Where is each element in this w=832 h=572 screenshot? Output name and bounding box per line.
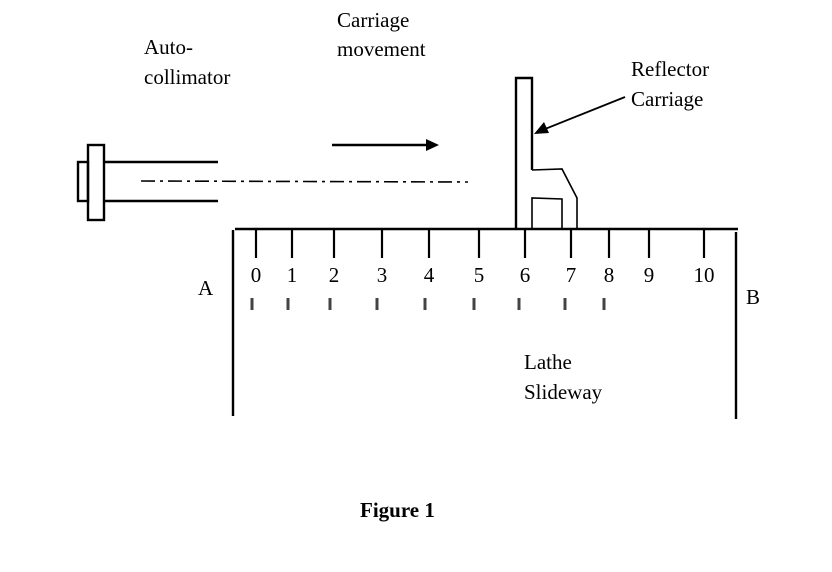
scale-number: 7 <box>566 263 577 287</box>
carriage-movement-label-line1: Carriage <box>337 8 409 32</box>
scale-number: 6 <box>520 263 531 287</box>
scale-number: 9 <box>644 263 655 287</box>
reflector-mirror-post <box>514 76 534 228</box>
reflector-label-line2: Carriage <box>631 87 703 111</box>
reading-mark <box>423 298 427 310</box>
autocollimator-eyepiece <box>76 160 90 203</box>
reading-mark <box>328 298 332 310</box>
reading-mark <box>472 298 476 310</box>
carriage-body-outline <box>531 168 578 228</box>
reading-mark <box>375 298 379 310</box>
scale-number: 1 <box>287 263 298 287</box>
scale-number: 0 <box>251 263 262 287</box>
reading-mark <box>250 298 254 310</box>
autocollimator-flange <box>86 143 106 222</box>
reading-mark <box>602 298 606 310</box>
carriage-movement-arrow <box>332 139 439 151</box>
scale-ticks <box>254 229 706 258</box>
autocollimator <box>76 143 218 222</box>
lathe-label-line2: Slideway <box>524 380 603 404</box>
end-b-label: B <box>746 285 760 309</box>
scale-numbers: 0 1 2 3 4 5 6 7 8 9 10 <box>251 263 715 287</box>
autocollimator-label-line2: collimator <box>144 65 230 89</box>
scale-number: 5 <box>474 263 485 287</box>
scale-number: 3 <box>377 263 388 287</box>
lathe-slideway <box>231 227 738 419</box>
carriage-foot <box>531 197 563 228</box>
reading-mark <box>563 298 567 310</box>
reflector-label-line1: Reflector <box>631 57 709 81</box>
scale-number: 8 <box>604 263 615 287</box>
scale-number: 10 <box>694 263 715 287</box>
reading-mark <box>517 298 521 310</box>
end-a-label: A <box>198 276 214 300</box>
reflector-carriage <box>514 76 578 228</box>
optical-axis-line <box>140 180 469 183</box>
reading-marks <box>250 298 606 310</box>
reading-mark <box>286 298 290 310</box>
arrowhead-icon <box>534 122 549 134</box>
autocollimator-label-line1: Auto- <box>144 35 193 59</box>
carriage-movement-label-line2: movement <box>337 37 426 61</box>
lathe-label-line1: Lathe <box>524 350 572 374</box>
arrowhead-right-icon <box>426 139 439 151</box>
scale-number: 4 <box>424 263 435 287</box>
figure-caption: Figure 1 <box>360 498 435 522</box>
scale-number: 2 <box>329 263 340 287</box>
reflector-pointer-arrow <box>534 96 626 134</box>
